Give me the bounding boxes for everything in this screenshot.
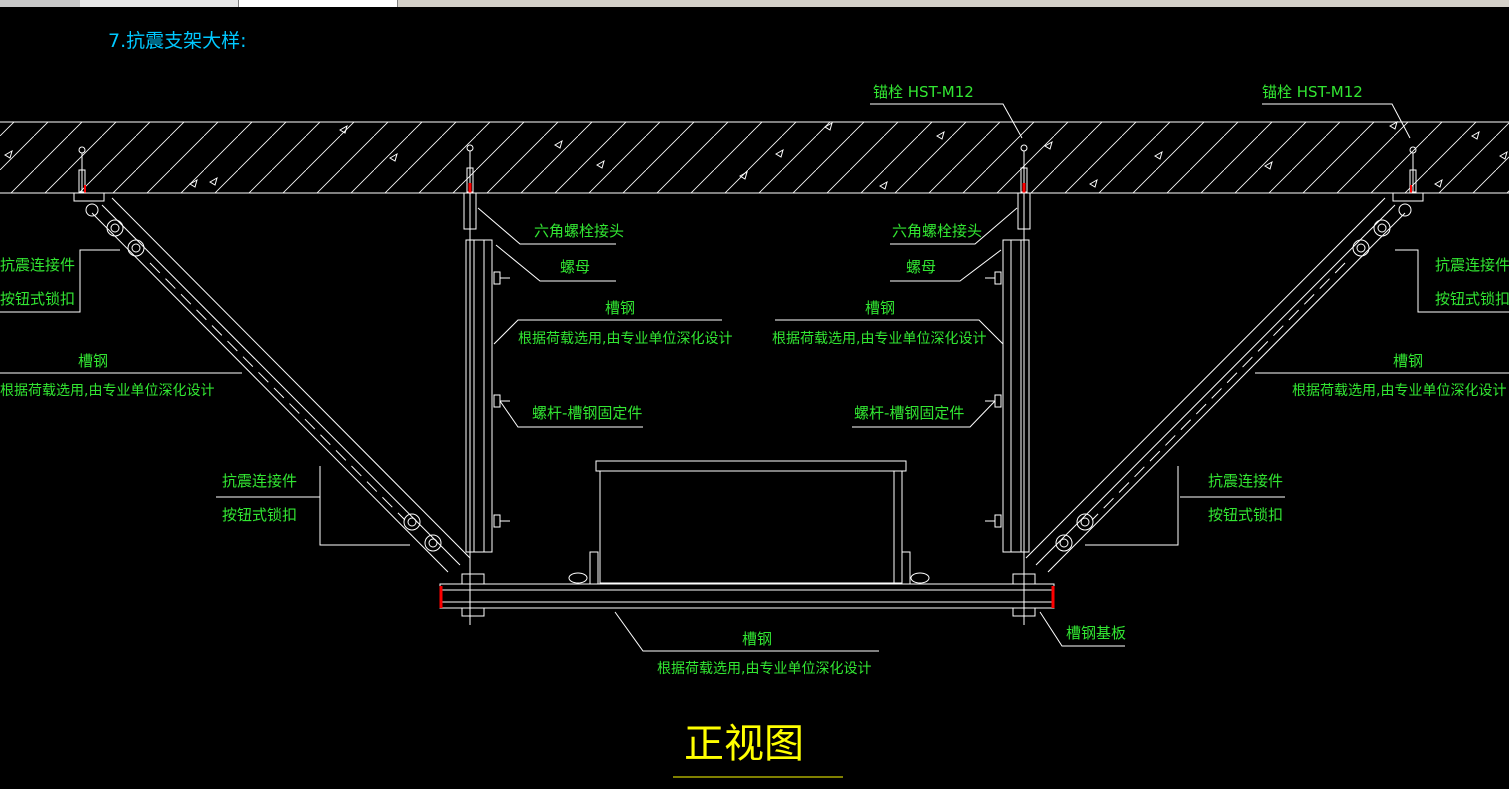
label-channel-bottom: 槽钢 <box>742 630 772 648</box>
label-channel-diag-right-note: 根据荷载选用,由专业单位深化设计 <box>1292 383 1506 399</box>
label-anchor-right: 锚栓 HST-M12 <box>1262 83 1363 101</box>
label-seismic-conn-top-left: 抗震连接件 <box>0 256 75 274</box>
label-button-lock-top-right: 按钮式锁扣 <box>1435 290 1509 308</box>
diagonal-brace-left <box>73 192 471 573</box>
label-channel-diag-left: 槽钢 <box>78 352 108 370</box>
anchor-bolt-far-right <box>1409 146 1417 193</box>
drawing-tab-3[interactable] <box>238 0 398 7</box>
label-channel-bottom-note: 根据荷载选用,由专业单位深化设计 <box>657 661 871 677</box>
label-seismic-conn-top-right: 抗震连接件 <box>1435 256 1509 274</box>
label-channel-center-left-note: 根据荷载选用,由专业单位深化设计 <box>518 331 732 347</box>
label-hex-left: 六角螺栓接头 <box>534 222 624 240</box>
hanger-left <box>463 192 510 625</box>
label-button-lock-top-left: 按钮式锁扣 <box>0 290 75 308</box>
label-channel-center-left: 槽钢 <box>605 299 635 317</box>
label-seismic-conn-bottom-left: 抗震连接件 <box>222 472 297 490</box>
label-nut-right: 螺母 <box>906 258 936 276</box>
label-anchor-left: 锚栓 HST-M12 <box>873 83 974 101</box>
label-rod-fix-left: 螺杆-槽钢固定件 <box>532 404 642 422</box>
label-hex-right: 六角螺栓接头 <box>892 222 982 240</box>
bottom-channel <box>439 573 1055 617</box>
label-channel-base: 槽钢基板 <box>1066 624 1126 642</box>
anchor-bolt-center-left <box>466 144 474 193</box>
diagonal-brace-right <box>1025 192 1424 573</box>
vertical-hangers <box>463 192 1031 625</box>
anchor-bolt-center-right <box>1020 144 1028 193</box>
concrete-slab <box>0 120 1509 194</box>
duct-section <box>568 460 930 585</box>
view-title: 正视图 <box>684 721 804 767</box>
label-channel-center-right: 槽钢 <box>865 299 895 317</box>
leader-lines <box>0 103 1509 778</box>
label-nut-left: 螺母 <box>560 258 590 276</box>
label-seismic-conn-bottom-right: 抗震连接件 <box>1208 472 1283 490</box>
drawing-heading: 7.抗震支架大样: <box>108 30 247 52</box>
annotations: 7.抗震支架大样: 锚栓 HST-M12 锚栓 HST-M12 六角螺栓接头 螺… <box>0 30 1509 767</box>
label-channel-diag-left-note: 根据荷载选用,由专业单位深化设计 <box>0 383 214 399</box>
hanger-right <box>985 192 1031 625</box>
drawing-tab-bar <box>0 0 1509 7</box>
label-channel-diag-right: 槽钢 <box>1393 352 1423 370</box>
label-button-lock-bottom-left: 按钮式锁扣 <box>222 506 297 524</box>
anchor-bolt-far-left <box>78 146 86 193</box>
label-button-lock-bottom-right: 按钮式锁扣 <box>1208 506 1283 524</box>
label-channel-center-right-note: 根据荷载选用,由专业单位深化设计 <box>772 331 986 347</box>
anchor-bolts <box>78 144 1417 193</box>
label-rod-fix-right: 螺杆-槽钢固定件 <box>854 404 964 422</box>
